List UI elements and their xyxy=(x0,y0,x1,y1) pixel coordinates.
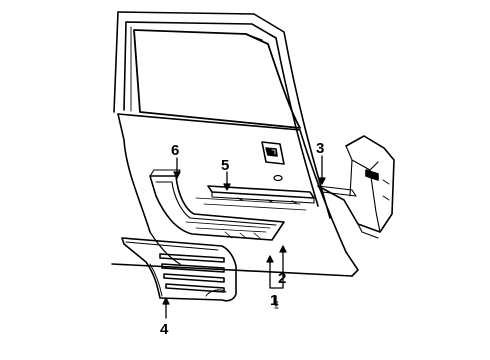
callout-2: 2 xyxy=(278,270,286,287)
leader-lines xyxy=(162,155,326,319)
callout-labels: 1 2 3 4 5 6 xyxy=(160,140,324,338)
callout-5: 5 xyxy=(221,157,229,174)
callout-1: 1 xyxy=(270,292,278,309)
map-pocket-bracket xyxy=(317,135,395,239)
pull-handle-strip xyxy=(195,185,315,211)
lower-trim-molding xyxy=(121,237,237,302)
callout-6: 6 xyxy=(171,142,179,159)
callout-4: 4 xyxy=(160,321,169,338)
door-inner-panel xyxy=(111,113,359,277)
callout-3: 3 xyxy=(316,140,324,157)
door-handle-recess xyxy=(261,141,285,182)
